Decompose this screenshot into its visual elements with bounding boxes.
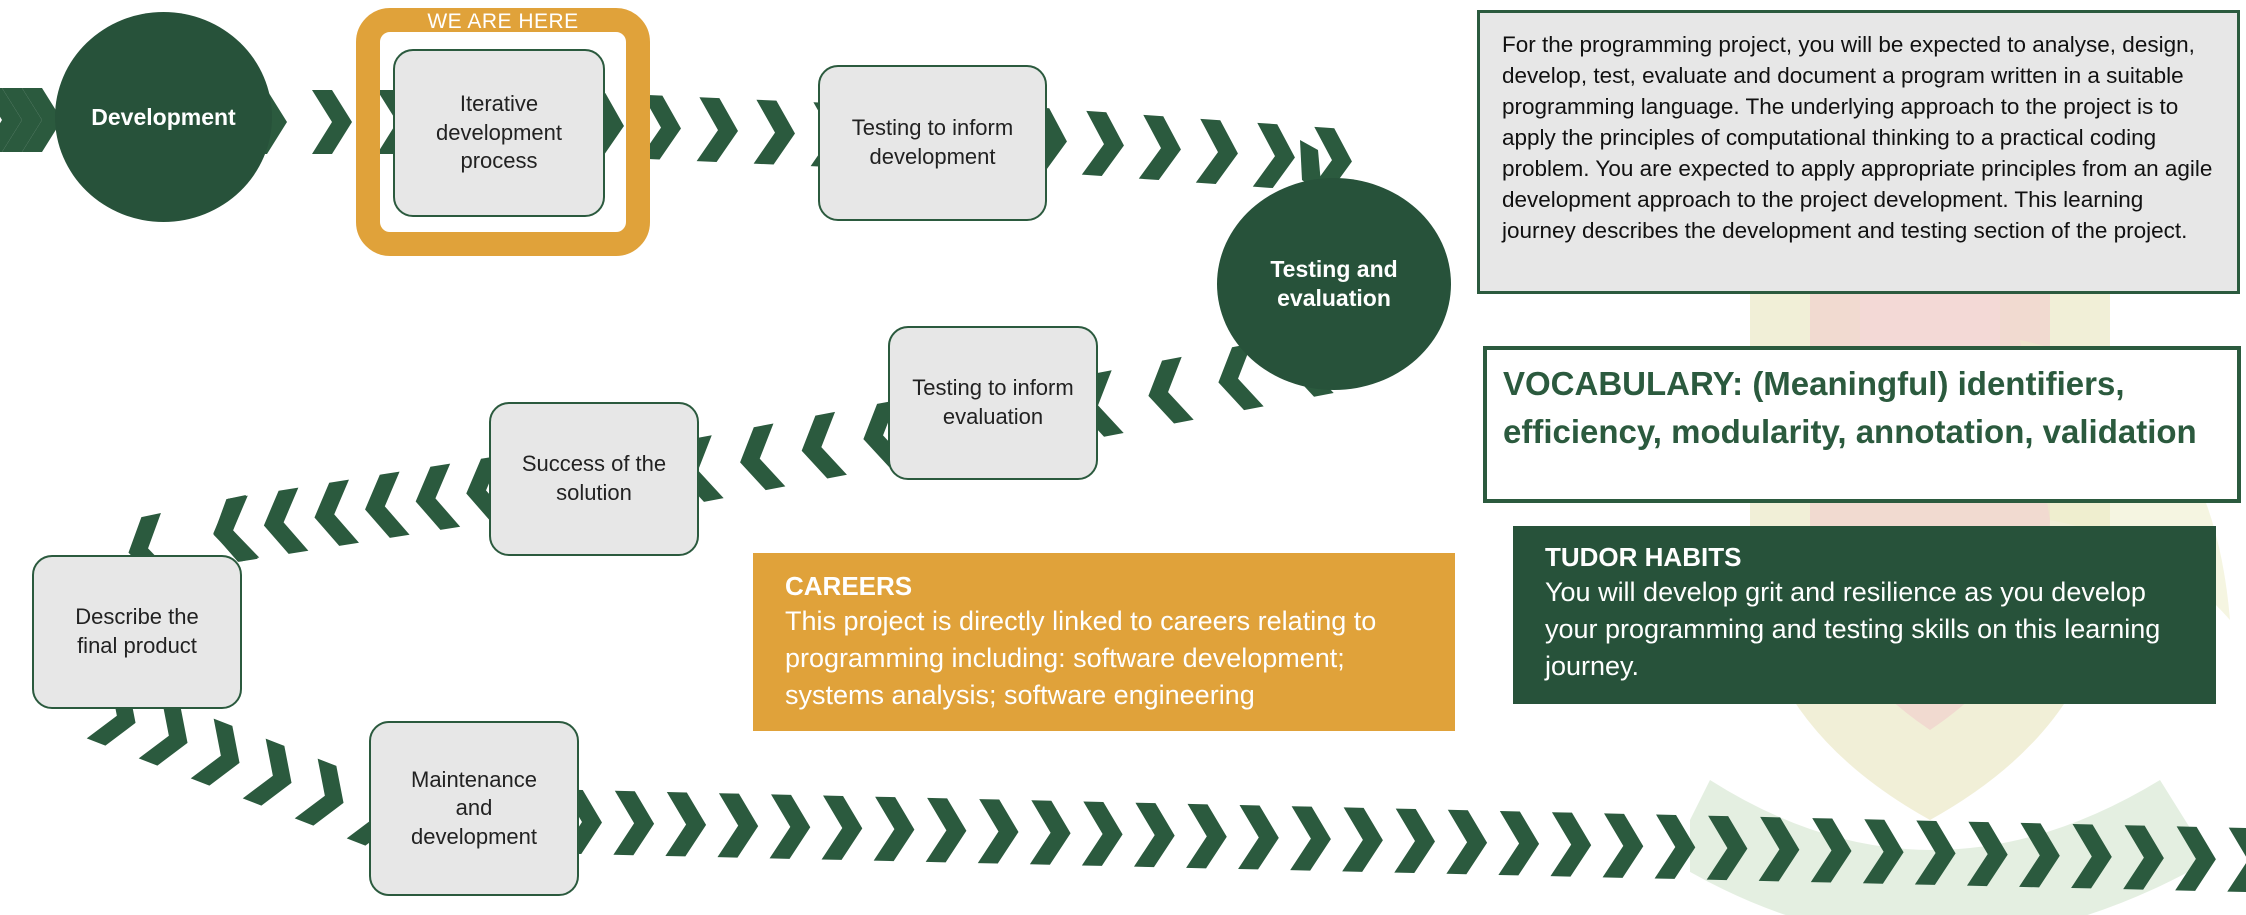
chevron-arrow-icon [1309, 126, 1352, 193]
chevron-arrow-icon [294, 758, 344, 826]
chevron-arrow-icon [769, 794, 811, 859]
careers-heading: CAREERS [785, 571, 913, 601]
chevron-arrow-icon [263, 487, 309, 554]
tudor-habits-body: You will develop grit and resilience as … [1545, 577, 2161, 681]
chevron-arrow-icon [1550, 812, 1592, 877]
milestone-development-label: Development [91, 103, 236, 130]
chevron-arrow-icon [1394, 808, 1435, 874]
step-success-of-solution: Success of the solution [489, 402, 699, 556]
chevron-arrow-icon [1706, 815, 1748, 881]
chevron-arrow-icon [1966, 821, 2008, 887]
chevron-arrow-icon [1148, 356, 1194, 424]
chevron-arrow-icon [977, 799, 1019, 864]
chevron-arrow-icon [1498, 810, 1540, 876]
milestone-development: Development [55, 12, 272, 222]
chevron-arrow-icon [365, 471, 410, 538]
chevron-arrow-icon [925, 797, 967, 863]
chevron-arrow-icon [561, 789, 602, 855]
chevron-arrow-icon [1186, 803, 1227, 869]
chevron-arrow-icon [1029, 800, 1071, 865]
step-testing-inform-evaluation-label: Testing to inform evaluation [912, 375, 1074, 429]
chevron-arrow-icon [1862, 819, 1904, 884]
step-testing-inform-development-label: Testing to inform development [851, 115, 1014, 169]
project-intro-text: For the programming project, you will be… [1502, 32, 2213, 243]
chevron-arrow-icon [415, 463, 461, 530]
chevron-arrow-icon [2175, 826, 2216, 891]
chevron-arrow-icon [1446, 809, 1488, 875]
step-success-of-solution-label: Success of the solution [521, 451, 667, 505]
chevron-arrow-icon [1810, 818, 1852, 883]
step-testing-inform-evaluation: Testing to inform evaluation [888, 326, 1098, 480]
careers-box: CAREERS This project is directly linked … [753, 553, 1455, 731]
step-iterative-development: Iterative development process [393, 49, 605, 217]
chevron-arrow-icon [1218, 343, 1264, 411]
chevron-arrow-icon [717, 793, 759, 858]
chevron-arrow-icon [242, 738, 292, 806]
chevron-arrow-icon [821, 795, 863, 860]
chevron-arrow-icon [466, 455, 511, 522]
chevron-arrow-icon [190, 718, 240, 786]
chevron-arrow-icon [1290, 806, 1331, 871]
project-intro-box: For the programming project, you will be… [1477, 10, 2240, 294]
chevron-arrow-icon [1252, 122, 1295, 189]
chevron-arrow-icon [1138, 114, 1181, 181]
chevron-arrow-icon [2227, 827, 2246, 893]
chevron-arrow-icon [740, 423, 786, 491]
chevron-arrow-icon [1342, 807, 1383, 872]
chevron-arrow-icon [1024, 106, 1067, 173]
chevron-arrow-icon [613, 790, 655, 856]
chevron-arrow-icon [582, 92, 624, 158]
chevron-arrow-icon [696, 97, 738, 163]
milestone-testing-evaluation-label: Testing and evaluation [1270, 256, 1398, 311]
tudor-habits-box: TUDOR HABITS You will develop grit and r… [1513, 526, 2216, 704]
chevron-arrow-icon [1238, 804, 1279, 870]
chevron-arrow-icon [1133, 802, 1175, 868]
chevron-arrow-icon [801, 411, 847, 479]
chevron-arrow-icon [873, 796, 915, 862]
chevron-arrow-icon [1195, 118, 1238, 185]
chevron-arrow-icon [863, 400, 909, 467]
chevron-arrow-icon [1081, 801, 1123, 866]
tudor-habits-heading: TUDOR HABITS [1545, 542, 1742, 572]
chevron-arrow-icon [2019, 822, 2060, 888]
step-testing-inform-development: Testing to inform development [818, 65, 1047, 221]
chevron-arrow-icon [1081, 110, 1124, 177]
current-position-marker [356, 8, 650, 256]
current-position-label: WE ARE HERE [427, 10, 579, 33]
chevron-arrow-icon [2071, 823, 2112, 889]
careers-body: This project is directly linked to caree… [785, 606, 1377, 710]
chevron-arrow-icon [138, 698, 188, 766]
chevron-arrow-icon [1654, 814, 1696, 879]
chevron-arrow-icon [753, 99, 795, 165]
step-describe-final-product-label: Describe the final product [75, 604, 199, 658]
chevron-arrow-icon [0, 88, 22, 152]
chevron-arrow-icon [2123, 825, 2164, 890]
chevron-arrow-icon [213, 494, 260, 562]
vocabulary-box: VOCABULARY: (Meaningful) identifiers, ef… [1483, 346, 2241, 503]
step-maintenance-development-label: Maintenance and development [411, 766, 537, 849]
chevron-arrow-icon [22, 88, 62, 152]
milestone-testing-evaluation: Testing and evaluation [1217, 178, 1451, 390]
step-iterative-development-label: Iterative development process [436, 91, 562, 174]
step-describe-final-product: Describe the final product [32, 555, 242, 709]
chevron-arrow-icon [312, 90, 352, 154]
chevron-arrow-icon [1758, 816, 1800, 882]
vocabulary-text: VOCABULARY: (Meaningful) identifiers, ef… [1503, 365, 2197, 450]
chevron-arrow-icon [665, 791, 707, 857]
chevron-arrow-icon [314, 479, 359, 546]
chevron-arrow-icon [639, 94, 681, 160]
step-maintenance-development: Maintenance and development [369, 721, 579, 896]
chevron-arrow-icon [1914, 820, 1956, 885]
chevron-arrow-icon [1602, 813, 1644, 878]
